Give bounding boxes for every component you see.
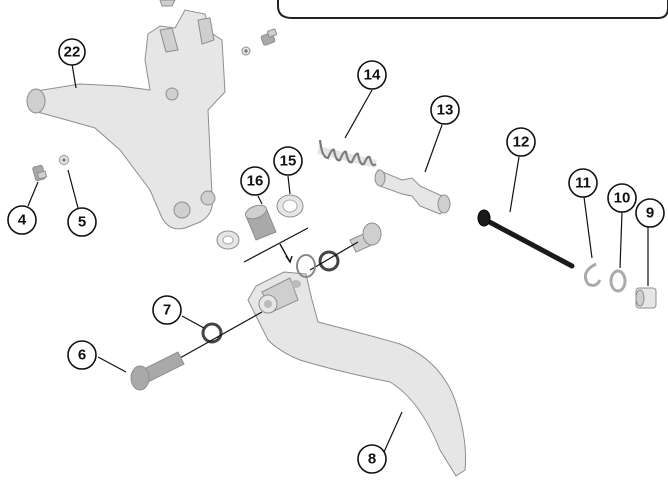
svg-text:4: 4 <box>18 212 27 229</box>
svg-text:7: 7 <box>163 302 171 319</box>
callout-13: 13 <box>430 95 460 125</box>
callout-8: 8 <box>357 444 387 474</box>
callout-7: 7 <box>152 295 182 325</box>
leader-5 <box>67 169 79 209</box>
leader-16 <box>257 195 263 205</box>
assembly-line-right <box>309 241 359 271</box>
svg-text:13: 13 <box>437 102 454 119</box>
svg-text:15: 15 <box>280 153 297 170</box>
callout-4: 4 <box>7 205 37 235</box>
callout-16: 16 <box>240 166 270 196</box>
callout-14: 14 <box>357 60 387 90</box>
leader-7 <box>181 315 205 329</box>
leader-12 <box>509 156 520 213</box>
leader-22 <box>71 63 77 89</box>
leader-11 <box>583 196 593 259</box>
header-box-border <box>277 0 668 19</box>
callout-22: 22 <box>58 38 86 66</box>
part-15-ring <box>276 194 304 218</box>
leader-6 <box>97 356 127 373</box>
callout-5: 5 <box>67 207 97 237</box>
leader-4 <box>27 181 39 207</box>
callout-15: 15 <box>273 146 303 176</box>
callout-6: 6 <box>67 340 97 370</box>
leader-15 <box>287 175 291 195</box>
svg-text:22: 22 <box>64 44 81 61</box>
part-6-screw <box>130 351 185 391</box>
callout-11: 11 <box>568 168 598 198</box>
leader-10 <box>619 211 623 269</box>
svg-text:5: 5 <box>78 214 86 231</box>
part-10-ring <box>609 269 627 293</box>
part-16-washer-left <box>216 230 240 250</box>
callout-9: 9 <box>635 198 665 228</box>
svg-text:10: 10 <box>614 190 631 207</box>
part-8-lever-blade <box>247 254 467 477</box>
assembly-arrow <box>279 243 293 264</box>
leader-13 <box>424 124 443 173</box>
part-4-screw <box>32 164 48 182</box>
part-11-clip <box>583 262 602 287</box>
part-5-washer <box>59 155 69 165</box>
part-16-bushing <box>244 204 277 241</box>
svg-text:12: 12 <box>513 134 530 151</box>
part-7-washer <box>201 322 223 344</box>
svg-text:6: 6 <box>78 347 86 364</box>
clamp-washer <box>241 46 251 56</box>
callout-12: 12 <box>506 127 536 157</box>
pivot-pin <box>349 222 382 253</box>
part-22-lever-body <box>26 9 226 230</box>
svg-text:11: 11 <box>575 175 591 192</box>
leader-14 <box>344 89 373 139</box>
clamp-screw <box>260 28 278 46</box>
assembly-axis-line <box>243 227 309 263</box>
part-13-piston <box>374 169 451 215</box>
pivot-washer <box>318 250 340 272</box>
part-9-nut <box>635 287 657 309</box>
top-fragment <box>159 0 176 7</box>
part-12-push-rod <box>477 209 575 269</box>
part-14-spring <box>317 139 377 168</box>
svg-text:14: 14 <box>364 67 381 84</box>
leader-8 <box>383 411 403 453</box>
callout-10: 10 <box>607 183 637 213</box>
svg-text:8: 8 <box>368 451 376 468</box>
svg-text:9: 9 <box>646 205 654 222</box>
svg-text:16: 16 <box>247 173 264 190</box>
screw-axis-line <box>179 311 263 359</box>
